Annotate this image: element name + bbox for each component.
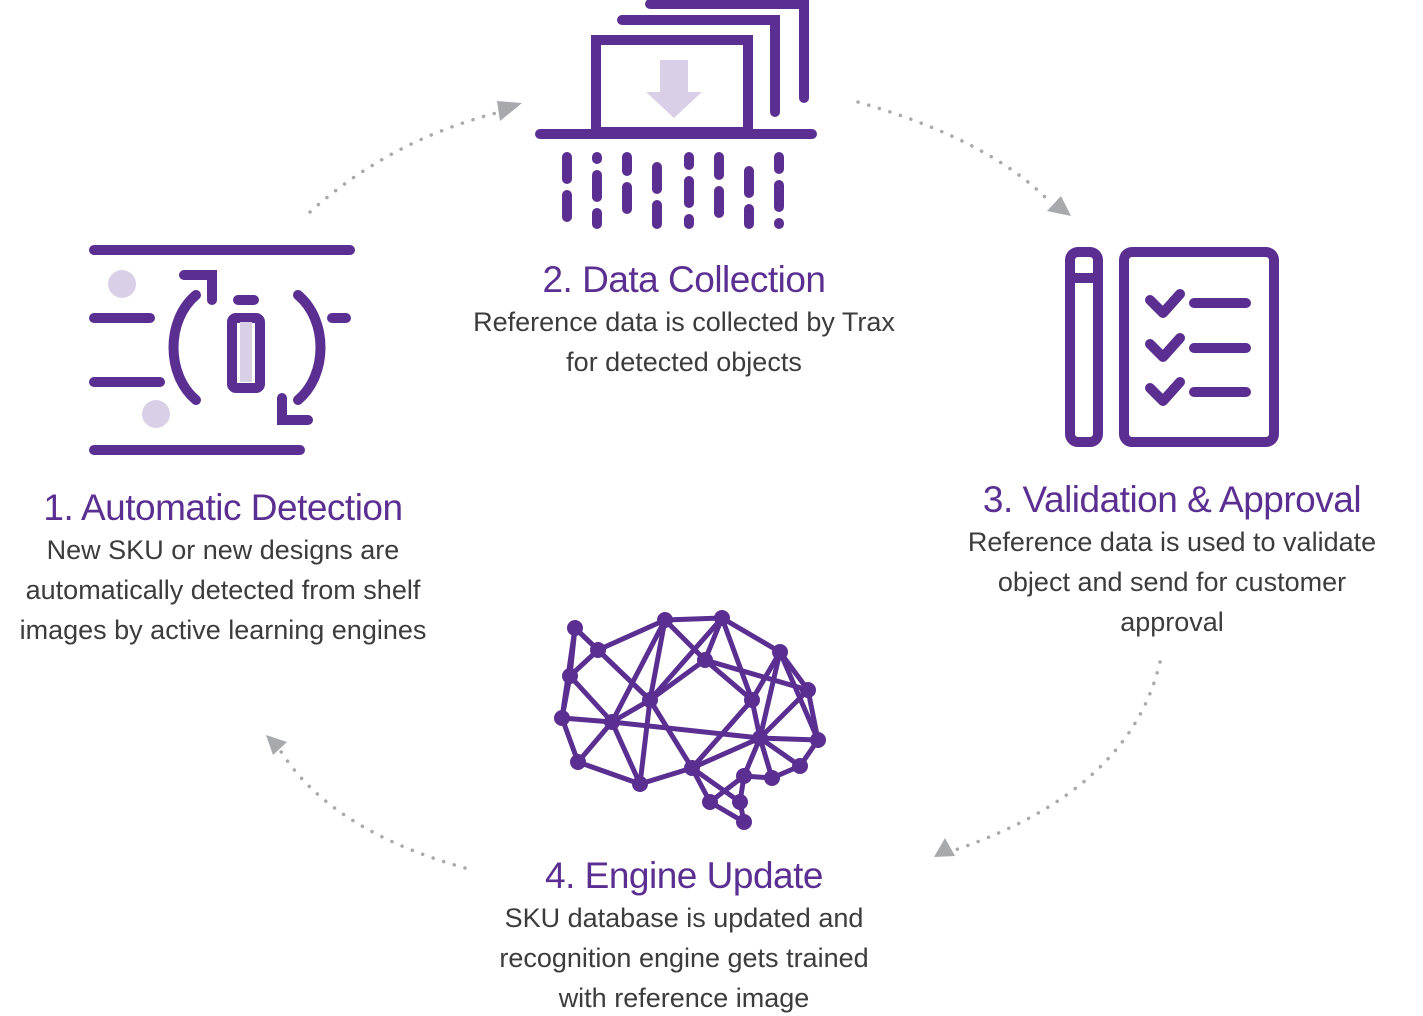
step-description-line: automatically detected from shelf	[25, 575, 421, 605]
brain-link	[575, 719, 615, 765]
brain-node	[567, 620, 583, 636]
brain-node	[642, 692, 658, 708]
data-stream-icon	[562, 152, 784, 229]
brain-link	[662, 615, 725, 623]
brain-link	[559, 715, 615, 725]
shelf-detection-icon	[89, 245, 355, 455]
brain-link	[572, 625, 653, 703]
arrowhead-4-to-1	[266, 735, 287, 755]
step-description-line: recognition engine gets trained	[499, 943, 869, 973]
brain-node	[736, 814, 752, 830]
step-description-line: Reference data is used to validate	[967, 527, 1377, 557]
brain-link	[719, 615, 783, 655]
detection-dot-icon	[108, 270, 136, 298]
brain-link	[689, 765, 743, 805]
bottle-fill-icon	[240, 322, 252, 382]
brain-node	[764, 770, 780, 786]
step-description-line: Reference data is collected by Trax	[473, 307, 895, 337]
brain-node	[772, 644, 788, 660]
step-title: 4. Engine Update	[545, 855, 823, 896]
cycle-arrow-4-to-1	[278, 748, 467, 870]
step-description-line: approval	[1120, 607, 1224, 637]
brain-link	[637, 697, 653, 787]
brain-node	[810, 732, 826, 748]
brain-link	[567, 673, 615, 725]
step-title: 2. Data Collection	[542, 259, 826, 300]
step-engine-update: 4. Engine Update SKU database is updated…	[434, 854, 934, 1016]
brain-link	[609, 617, 668, 725]
arrowhead-3-to-4	[934, 838, 955, 857]
brain-network-icon	[554, 610, 826, 830]
step-description-line: object and send for customer	[997, 567, 1347, 597]
step-title: 3. Validation & Approval	[982, 479, 1362, 520]
brain-node	[697, 652, 713, 668]
brain-node	[657, 612, 673, 628]
brain-link	[719, 615, 755, 703]
brain-link	[777, 649, 821, 743]
step-description-line: images by active learning engines	[19, 615, 427, 645]
arrowhead-2-to-3	[1047, 196, 1071, 216]
download-arrow-icon	[646, 60, 702, 118]
brain-node	[736, 768, 752, 784]
brain-link	[609, 719, 643, 787]
brain-link	[637, 765, 695, 787]
brain-node	[752, 730, 768, 746]
cycle-arrow-2-to-3	[856, 100, 1052, 204]
brain-node	[792, 758, 808, 774]
checklist-icon	[1065, 247, 1279, 447]
brain-node	[590, 642, 606, 658]
step-description-line: New SKU or new designs are	[46, 535, 400, 565]
cycle-arrow-3-to-4	[953, 660, 1162, 852]
step-data-collection: 2. Data Collection Reference data is col…	[434, 258, 934, 382]
brain-link	[595, 617, 668, 653]
detection-dot-icon	[142, 400, 170, 428]
brain-node	[562, 668, 578, 684]
cycle-arrow-1-to-2	[308, 110, 502, 214]
brain-link	[689, 735, 763, 771]
brain-link	[702, 657, 811, 693]
brain-node	[554, 710, 570, 726]
step-description-line: for detected objects	[566, 347, 802, 377]
brain-node	[604, 714, 620, 730]
brain-node	[800, 682, 816, 698]
brain-node	[714, 610, 730, 626]
arrowhead-1-to-2	[497, 101, 522, 121]
brain-link	[757, 735, 821, 743]
brain-link	[702, 657, 755, 703]
brain-link	[647, 615, 725, 703]
brain-node	[632, 776, 648, 792]
brain-node	[684, 760, 700, 776]
brain-node	[570, 754, 586, 770]
step-validation-approval: 3. Validation & Approval Reference data …	[930, 478, 1414, 642]
brain-link	[757, 735, 803, 769]
brain-node	[732, 794, 748, 810]
brain-link	[757, 649, 783, 741]
step-title: 1. Automatic Detection	[43, 487, 403, 528]
step-automatic-detection: 1. Automatic Detection New SKU or new de…	[0, 486, 446, 650]
brain-link	[647, 617, 668, 703]
brain-node	[744, 692, 760, 708]
data-collection-icon	[535, 0, 817, 139]
brain-link	[662, 617, 708, 663]
brain-link	[575, 759, 643, 787]
brain-node	[702, 794, 718, 810]
brain-link	[609, 719, 763, 741]
brain-link	[647, 697, 695, 771]
step-description-line: SKU database is updated and	[504, 903, 864, 933]
step-description-line: with reference image	[558, 983, 810, 1013]
